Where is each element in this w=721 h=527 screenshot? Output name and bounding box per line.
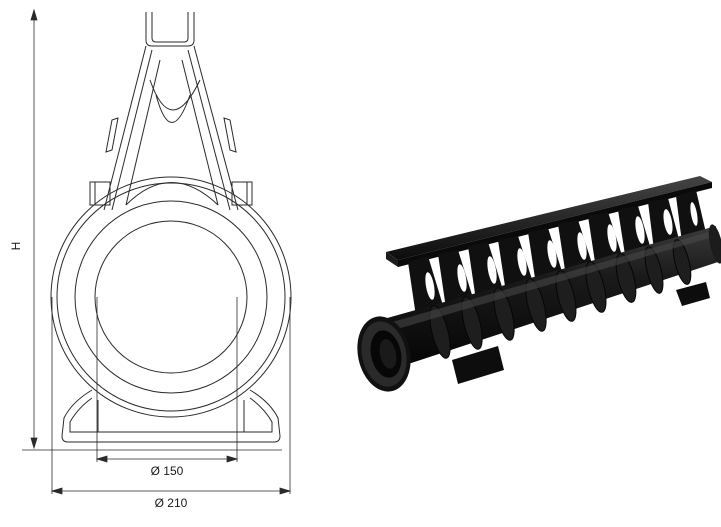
outer-diameter-dimension-line xyxy=(50,487,292,495)
top-stem xyxy=(145,12,195,47)
bracket-openings xyxy=(425,202,698,300)
extension-lines xyxy=(51,297,291,494)
support-arms xyxy=(103,45,239,211)
base-feet xyxy=(61,389,281,443)
pipe-body xyxy=(380,226,718,370)
height-dimension-line xyxy=(22,8,282,451)
side-view-drawing xyxy=(22,8,292,495)
inner-diameter-label: Ø 150 xyxy=(151,464,184,478)
pipe-foot xyxy=(452,282,710,384)
product-render xyxy=(357,176,721,392)
pipe-rings xyxy=(50,176,292,418)
inner-diameter-dimension-line xyxy=(95,455,239,463)
pipe-far-end xyxy=(708,224,721,264)
shoulder-blocks xyxy=(89,181,253,206)
pipe-end-flange xyxy=(357,316,411,392)
height-label: H xyxy=(9,242,23,251)
outer-diameter-label: Ø 210 xyxy=(155,496,188,510)
